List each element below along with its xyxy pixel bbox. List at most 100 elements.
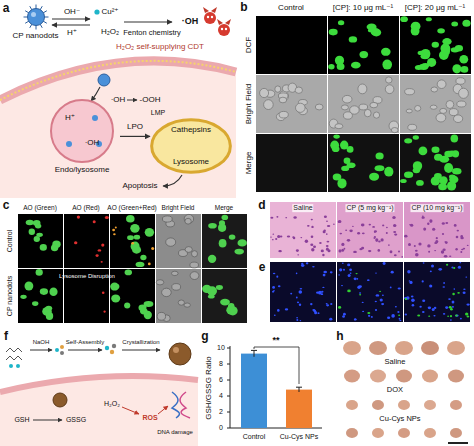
row-label: CP nanodots <box>6 276 14 316</box>
nucleus <box>429 284 432 287</box>
nucleus <box>296 317 298 319</box>
nucleus <box>375 309 377 311</box>
chem-label: ROS <box>142 414 157 422</box>
stained-cell <box>140 255 146 260</box>
stained-cell <box>20 295 26 299</box>
panel-letter: e <box>259 261 266 274</box>
nucleus <box>330 303 332 305</box>
fluorescent-cell <box>434 173 442 179</box>
equilibrium-arrow <box>52 24 90 25</box>
tumor <box>448 370 464 383</box>
nucleus <box>278 285 281 287</box>
error-bar <box>299 387 300 392</box>
bar-control <box>241 354 267 428</box>
nucleus <box>467 245 469 246</box>
fluorescent-cell <box>451 22 458 27</box>
nucleus <box>338 274 340 275</box>
fluorescent-cell <box>400 179 407 183</box>
nucleus <box>422 300 425 303</box>
nucleus <box>305 240 308 243</box>
merge-image <box>400 134 471 192</box>
nucleus <box>401 256 403 258</box>
cell-outline <box>156 280 164 285</box>
tumor <box>450 400 462 410</box>
nucleus <box>355 319 357 320</box>
nucleus <box>405 313 407 315</box>
sulfur-atom <box>60 345 64 349</box>
nucleus <box>322 254 324 257</box>
chem-label: H₂O₂ <box>101 28 119 37</box>
dcf-image <box>256 16 327 74</box>
nanodot <box>98 74 110 86</box>
chem-label: ·OH <box>111 96 126 105</box>
chem-label: GSSG <box>66 416 86 424</box>
nucleus <box>398 287 401 289</box>
stained-cell <box>136 262 145 267</box>
nucleus <box>445 241 448 244</box>
stained-cell <box>40 244 47 251</box>
fluorescent-cell <box>349 36 357 42</box>
nucleus <box>428 306 431 309</box>
nucleus <box>321 291 323 293</box>
fluorescent-cell <box>451 135 459 143</box>
nucleus <box>329 318 332 321</box>
scheme-caption: H₂O₂ self-supplying CDT <box>116 43 204 52</box>
copper-ion <box>55 348 59 352</box>
copper-ion <box>105 346 109 350</box>
dna-strand <box>172 392 179 418</box>
nucleus <box>357 285 360 289</box>
cell-outline <box>157 312 165 320</box>
cell-outline <box>172 271 179 275</box>
nucleus <box>441 250 444 254</box>
nucleus <box>327 241 330 243</box>
nucleus <box>463 292 466 294</box>
cell-outline <box>431 87 438 92</box>
fluorescent-cell <box>329 29 338 36</box>
fluorescent-cell <box>404 138 412 143</box>
nucleus <box>293 216 296 219</box>
nucleus <box>300 288 303 290</box>
scale-bar <box>448 442 468 444</box>
merge-image <box>256 134 327 192</box>
tick-label: 6 <box>219 376 223 384</box>
vesicle-outline <box>49 98 115 164</box>
nucleus <box>306 262 309 264</box>
edge-label: LPO <box>126 123 144 132</box>
stained-cell <box>45 306 52 311</box>
nucleus <box>359 248 362 250</box>
column-header: AO (Red) <box>72 204 99 211</box>
cu-cys-nanoparticle <box>169 343 191 365</box>
carbon-atom <box>112 344 116 348</box>
nucleus <box>404 235 407 238</box>
node-text: Endo/lysosome <box>55 166 110 175</box>
panel-letter: g <box>201 330 208 343</box>
nucleus <box>354 277 357 280</box>
nucleus <box>326 304 329 306</box>
nucleus <box>460 318 462 320</box>
cell-outline <box>264 100 274 110</box>
he-stain-image <box>337 202 403 258</box>
synthesis-arrow <box>68 350 102 351</box>
nucleus <box>285 217 287 218</box>
cell-outline <box>335 124 343 129</box>
stained-cell <box>126 215 135 223</box>
lysosome-dot <box>113 233 116 235</box>
panel-letter: h <box>336 330 343 343</box>
cell-outline <box>430 105 437 109</box>
stained-cell <box>219 239 227 248</box>
synthesis-arrow <box>30 350 52 351</box>
nucleus <box>349 269 352 271</box>
stained-cell <box>125 270 132 276</box>
nucleus <box>297 254 299 255</box>
nucleus <box>273 234 275 235</box>
panel-letter: b <box>240 1 247 14</box>
axis-ticks <box>227 348 230 428</box>
fluorescent-cell <box>328 64 334 69</box>
nucleus <box>285 308 288 310</box>
nucleus <box>392 216 395 219</box>
nucleus <box>270 236 272 237</box>
tick <box>227 428 230 429</box>
nucleus <box>314 311 317 314</box>
panel-letter: c <box>3 199 10 212</box>
